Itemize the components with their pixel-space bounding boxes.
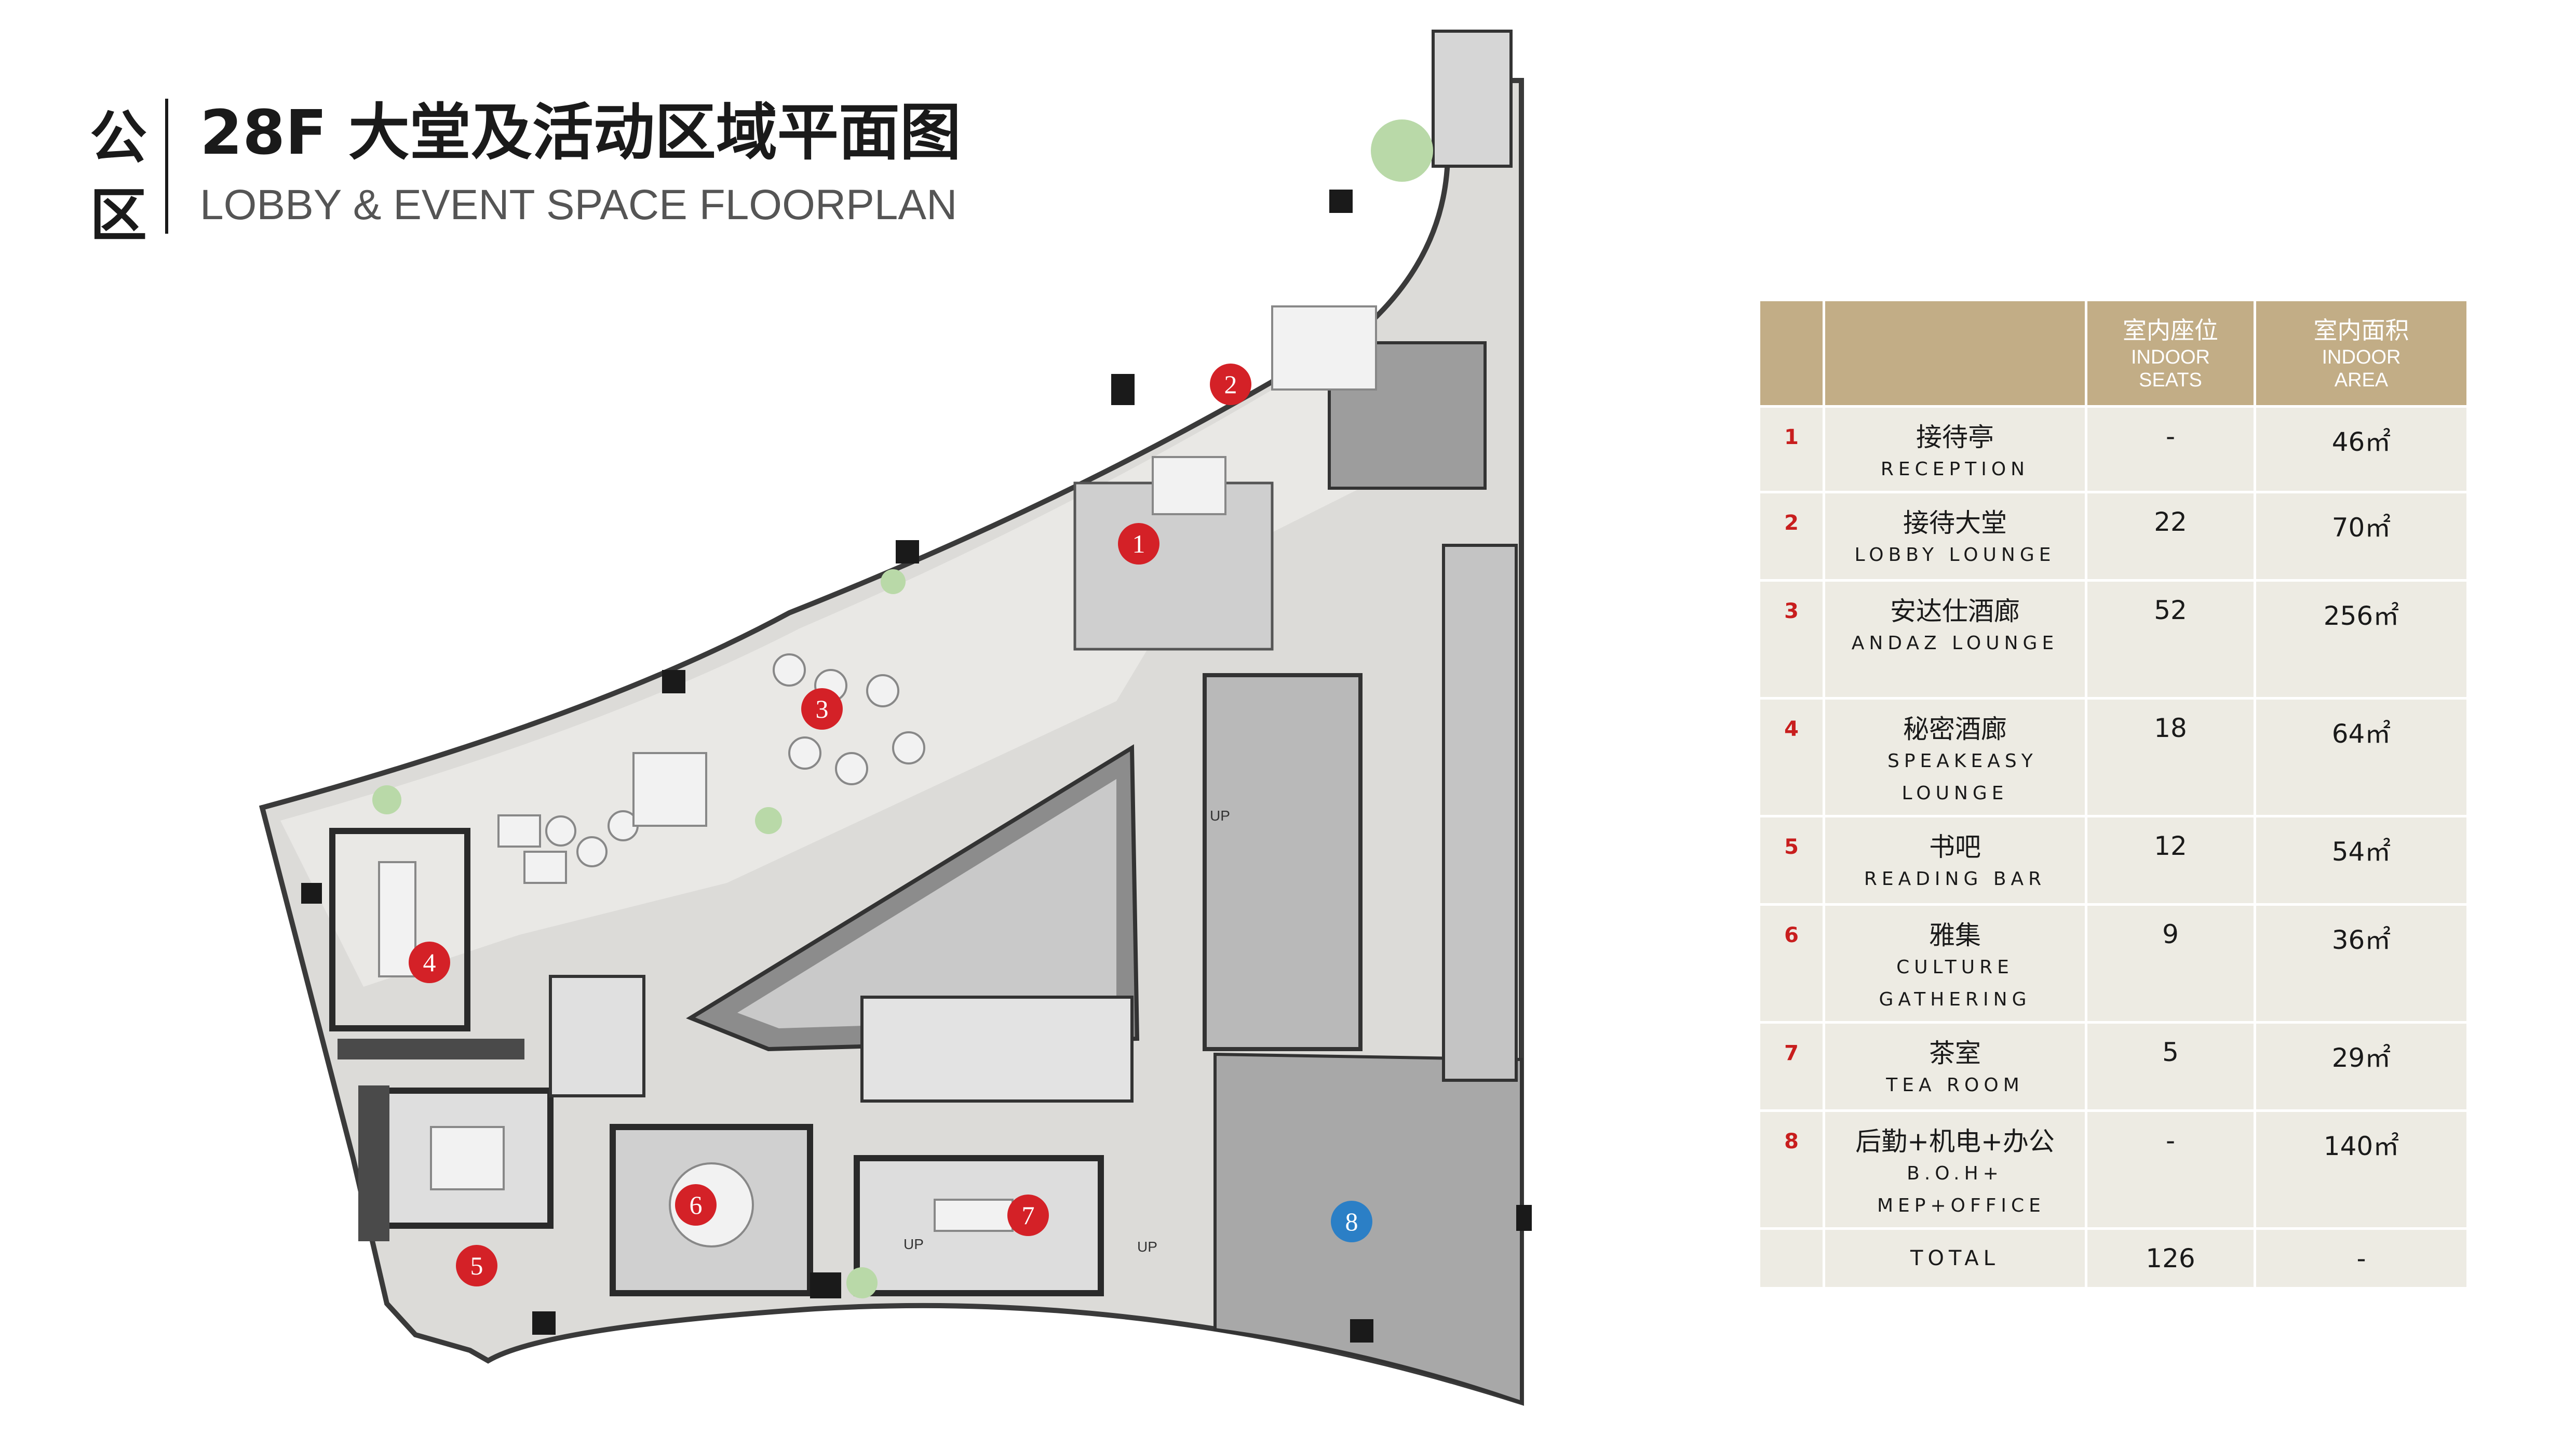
header-blank-name (1825, 301, 2087, 405)
row-number: 3 (1784, 599, 1799, 623)
row-name-en: READING BAR (1864, 868, 2046, 890)
table-total-row: TOTAL 126 - (1760, 1230, 2466, 1290)
row-area: 29㎡ (2331, 1043, 2391, 1073)
zone-marker-3: 3 (801, 688, 843, 730)
row-area: 64㎡ (2331, 719, 2391, 749)
furniture-group (378, 305, 1377, 1247)
marker-number: 1 (1132, 529, 1145, 558)
table-row: 6 雅集 CULTURE GATHERING 9 36㎡ (1760, 906, 2466, 1024)
page-title: 28F 大堂及活动区域平面图 (200, 97, 961, 168)
row-seats: 18 (2154, 713, 2187, 743)
header-area-zh: 室内面积 (2313, 316, 2409, 344)
plant-group (372, 119, 1433, 1298)
marker-number: 6 (690, 1190, 703, 1219)
speakeasy-divider (338, 1039, 524, 1059)
row-name-en: RECEPTION (1880, 459, 2030, 480)
row-name-en: B.O.H+ MEP+OFFICE (1877, 1163, 2045, 1216)
header-seats: 室内座位 INDOOR SEATS (2087, 301, 2256, 405)
row-number: 5 (1784, 835, 1799, 859)
category-label: 公区 (90, 104, 147, 249)
row-seats: 12 (2154, 831, 2187, 861)
table-row: 5 书吧 READING BAR 12 54㎡ (1760, 817, 2466, 906)
zone-marker-4: 4 (409, 942, 450, 983)
row-name-zh: 秘密酒廊 (1903, 714, 2007, 744)
zone-marker-2: 2 (1210, 364, 1251, 405)
row-seats: - (2165, 1125, 2176, 1156)
column-group (301, 190, 1532, 1343)
table-header: 室内座位 INDOOR SEATS 室内面积 INDOOR AREA (1760, 301, 2466, 408)
row-name-zh: 雅集 (1929, 920, 1981, 950)
row-name-en: CULTURE GATHERING (1879, 957, 2031, 1010)
marker-number: 4 (423, 948, 436, 977)
header-blank-num (1760, 301, 1825, 405)
marker-number: 5 (470, 1251, 483, 1280)
row-area: 256㎡ (2323, 601, 2399, 631)
header-divider (165, 99, 168, 234)
stair-room (549, 975, 645, 1097)
row-number: 1 (1784, 425, 1799, 449)
service-tower-top (1432, 30, 1513, 168)
row-name-en: SPEAKEASY LOUNGE (1887, 750, 2038, 804)
total-label: TOTAL (1910, 1246, 2000, 1270)
table-row: 7 茶室 TEA ROOM 5 29㎡ (1760, 1024, 2466, 1112)
up-label: UP (903, 1236, 924, 1252)
elevator-bank-right (1442, 544, 1518, 1082)
floor-plan: UP UP UP 1 2 3 4 5 6 7 8 (259, 30, 1532, 1406)
table-row: 1 接待亭 RECEPTION - 46㎡ (1760, 408, 2466, 493)
total-seats: 126 (2146, 1243, 2195, 1273)
row-name-zh: 书吧 (1929, 832, 1981, 862)
row-name-zh: 后勤+机电+办公 (1855, 1126, 2055, 1157)
header-seats-en: INDOOR SEATS (2131, 346, 2210, 391)
row-number: 7 (1784, 1041, 1799, 1065)
restroom-block (860, 996, 1134, 1103)
row-number: 8 (1784, 1130, 1799, 1153)
row-area: 54㎡ (2331, 837, 2391, 867)
up-label: UP (1210, 808, 1230, 824)
row-seats: - (2165, 421, 2176, 451)
reading-bar-wall (358, 1085, 389, 1241)
zone-marker-6: 6 (675, 1184, 717, 1226)
up-label: UP (1137, 1239, 1157, 1255)
core-inner (737, 779, 1116, 1028)
speakeasy-room (329, 828, 470, 1031)
row-name-zh: 接待亭 (1916, 422, 1994, 452)
row-name-en: ANDAZ LOUNGE (1851, 633, 2059, 654)
marker-number: 7 (1022, 1201, 1035, 1230)
row-name-zh: 茶室 (1929, 1038, 1981, 1068)
row-seats: 5 (2162, 1037, 2179, 1067)
row-area: 140㎡ (2323, 1131, 2399, 1161)
row-name-zh: 安达仕酒廊 (1890, 596, 2020, 626)
zone-marker-5: 5 (456, 1245, 497, 1286)
marker-number: 8 (1345, 1207, 1358, 1236)
marker-number: 3 (816, 694, 829, 723)
header-area-en: INDOOR AREA (2322, 346, 2401, 391)
row-seats: 9 (2162, 919, 2179, 949)
row-number: 2 (1784, 511, 1799, 535)
row-number: 6 (1784, 923, 1799, 947)
row-number: 4 (1784, 717, 1799, 741)
zone-marker-1: 1 (1118, 523, 1159, 565)
marker-number: 2 (1224, 370, 1237, 399)
row-seats: 52 (2154, 595, 2187, 625)
total-area: - (2356, 1243, 2366, 1273)
row-name-en: TEA ROOM (1886, 1075, 2024, 1096)
row-area: 36㎡ (2331, 925, 2391, 955)
row-area: 46㎡ (2331, 427, 2391, 457)
row-seats: 22 (2154, 507, 2187, 537)
table-row: 4 秘密酒廊 SPEAKEASY LOUNGE 18 64㎡ (1760, 700, 2466, 817)
page-subtitle: LOBBY & EVENT SPACE FLOORPLAN (200, 181, 957, 229)
row-area: 70㎡ (2331, 513, 2391, 543)
row-name-zh: 接待大堂 (1903, 508, 2007, 538)
elevator-core-right (1203, 673, 1363, 1051)
header-seats-zh: 室内座位 (2123, 316, 2218, 344)
table-row: 3 安达仕酒廊 ANDAZ LOUNGE 52 256㎡ (1760, 582, 2466, 700)
zone-marker-8: 8 (1331, 1201, 1372, 1242)
table-row: 8 后勤+机电+办公 B.O.H+ MEP+OFFICE - 140㎡ (1760, 1112, 2466, 1230)
row-name-en: LOBBY LOUNGE (1854, 544, 2056, 566)
area-table: 室内座位 INDOOR SEATS 室内面积 INDOOR AREA 1 接待亭… (1760, 301, 2466, 1290)
table-row: 2 接待大堂 LOBBY LOUNGE 22 70㎡ (1760, 493, 2466, 582)
zone-marker-7: 7 (1007, 1195, 1049, 1236)
header-area: 室内面积 INDOOR AREA (2256, 301, 2466, 405)
